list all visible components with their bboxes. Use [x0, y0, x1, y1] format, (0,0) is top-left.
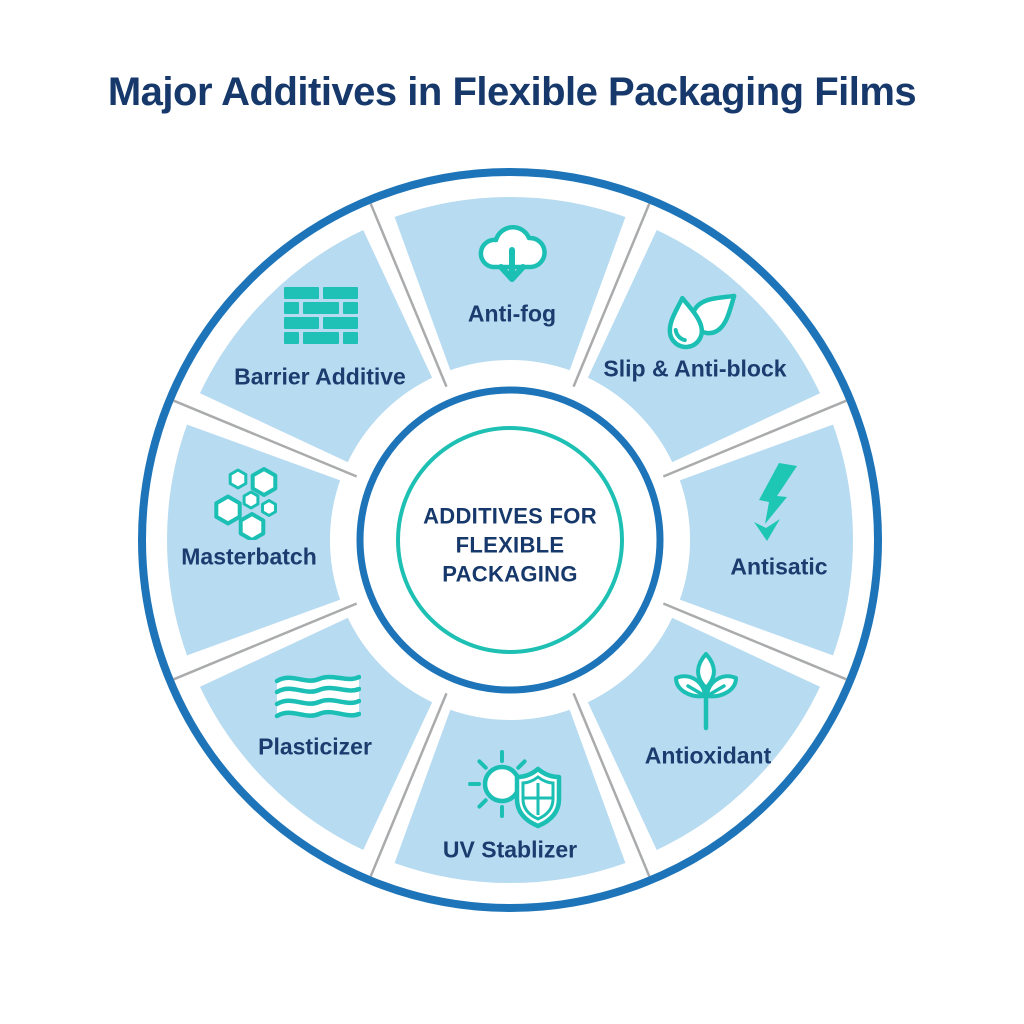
segment-slip-anti-block — [583, 225, 825, 467]
hexagon-pellets-icon — [211, 466, 283, 545]
brick-wall-icon — [284, 287, 358, 352]
segment-masterbatch — [162, 420, 345, 660]
divider-lines — [173, 203, 847, 877]
lightning-bolt-icon — [753, 462, 797, 547]
page-title: Major Additives in Flexible Packaging Fi… — [107, 70, 917, 114]
label-slip-anti-block: Slip & Anti-block — [603, 355, 787, 382]
water-drops-icon — [658, 284, 742, 357]
segment-anti-fog — [390, 192, 630, 375]
hub-teal-ring — [396, 426, 624, 654]
hub-blue-ring — [356, 386, 664, 694]
leaf-icon — [668, 652, 744, 737]
label-plasticizer: Plasticizer — [258, 733, 372, 760]
segment-antistatic — [675, 420, 858, 660]
segment-antioxidant — [583, 613, 825, 855]
label-antioxidant: Antioxidant — [644, 742, 772, 769]
label-masterbatch: Masterbatch — [181, 543, 317, 570]
cloud-arrow-down-icon — [468, 216, 552, 297]
segment-barrier-additive — [195, 225, 437, 467]
label-uv-stabilizer: UV Stablizer — [442, 836, 578, 863]
label-anti-fog: Anti-fog — [467, 300, 557, 327]
waves-icon — [273, 669, 362, 726]
label-barrier-additive: Barrier Additive — [234, 363, 406, 390]
label-antistatic: Antisatic — [730, 553, 828, 580]
center-title: ADDITIVES FOR FLEXIBLE PACKAGING — [423, 503, 597, 587]
sun-shield-icon — [452, 745, 564, 836]
segment-plasticizer — [195, 613, 437, 855]
